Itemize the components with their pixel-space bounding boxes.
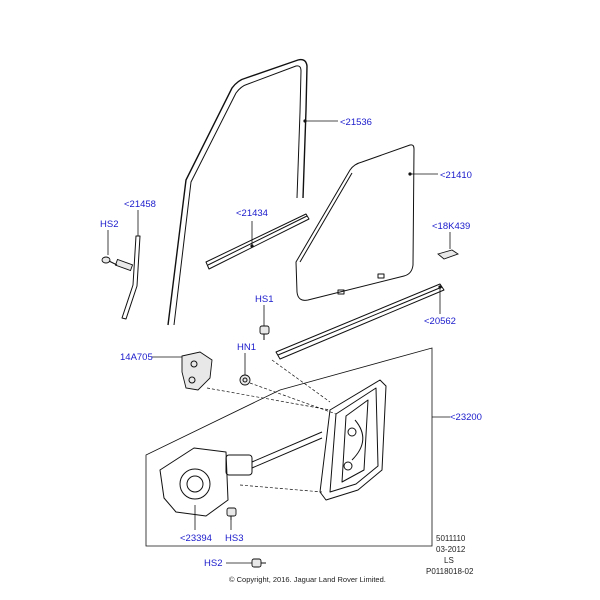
callout-hs2-top[interactable]: HS2 xyxy=(100,219,118,230)
callout-hs2-bottom[interactable]: HS2 xyxy=(204,558,222,569)
callout-21458[interactable]: <21458 xyxy=(124,199,156,210)
callout-14a705[interactable]: 14A705 xyxy=(120,352,153,363)
door-weatherstrip xyxy=(167,58,308,326)
footer-date: 03-2012 xyxy=(436,545,466,554)
callout-21410[interactable]: <21410 xyxy=(440,170,472,181)
outer-belt-strip xyxy=(275,283,445,360)
callout-18k439[interactable]: <18K439 xyxy=(432,221,470,232)
footer-initials: LS xyxy=(444,556,454,565)
handle-bracket-14a705 xyxy=(181,351,213,391)
footer-code: 5011110 xyxy=(436,534,466,543)
regulator-assembly-box xyxy=(145,347,433,547)
clip-18k439 xyxy=(437,249,459,260)
callout-21434[interactable]: <21434 xyxy=(236,208,268,219)
regulator-motor xyxy=(159,431,323,517)
screw-hs1 xyxy=(259,325,270,340)
callout-hn1[interactable]: HN1 xyxy=(237,342,256,353)
callout-20562[interactable]: <20562 xyxy=(424,316,456,327)
door-glass xyxy=(295,144,415,301)
rear-guide-channel xyxy=(114,235,141,320)
callout-hs1[interactable]: HS1 xyxy=(255,294,273,305)
screw-hs2-bottom xyxy=(251,558,266,568)
screw-hs2-top xyxy=(101,256,118,266)
window-regulator xyxy=(319,379,387,501)
callout-hs3[interactable]: HS3 xyxy=(225,533,243,544)
reference-lines xyxy=(206,359,337,493)
footer-ref: P0118018-02 xyxy=(426,567,474,576)
nut-hn1 xyxy=(239,374,251,386)
callout-21536[interactable]: <21536 xyxy=(340,117,372,128)
callout-23200[interactable]: <23200 xyxy=(450,412,482,423)
screw-hs3 xyxy=(226,507,237,520)
inner-belt-strip xyxy=(205,213,310,270)
copyright-notice: © Copyright, 2016. Jaguar Land Rover Lim… xyxy=(229,575,386,584)
callout-23394[interactable]: <23394 xyxy=(180,533,212,544)
